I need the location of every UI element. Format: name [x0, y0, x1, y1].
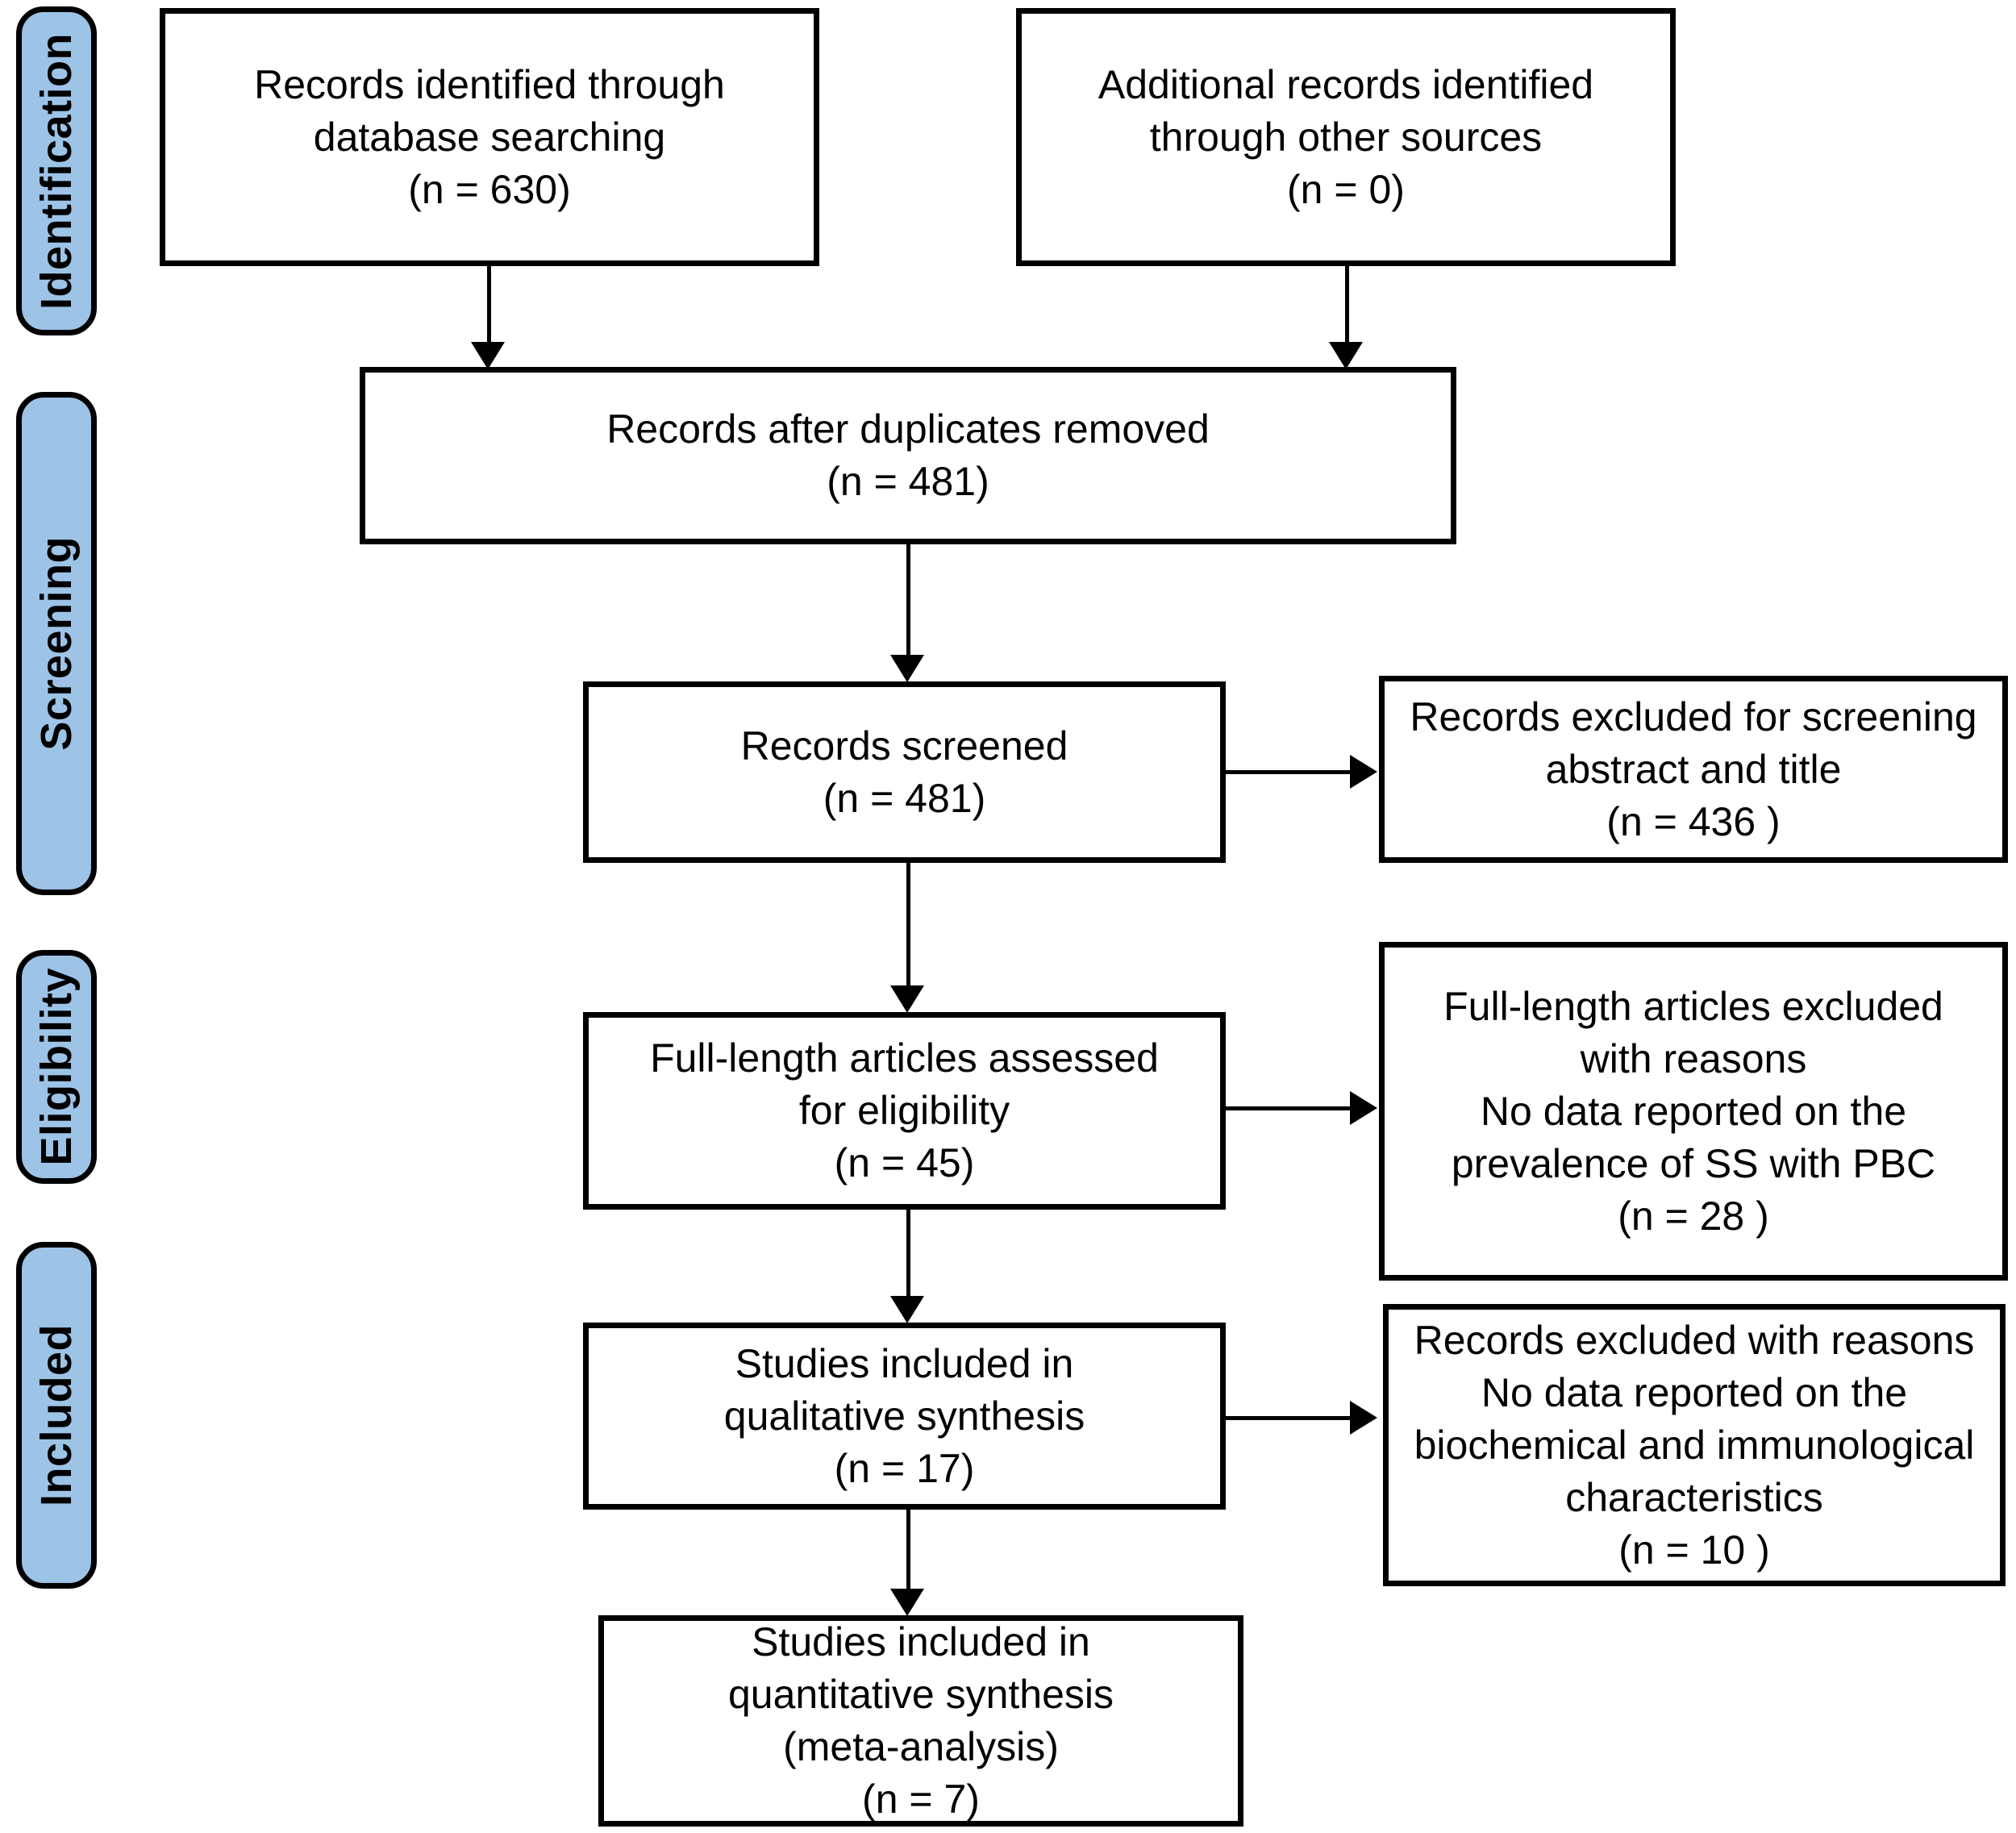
connector-other-to-duplicates-line	[1345, 266, 1349, 347]
box-qualitative-synthesis[interactable]: Studies included in qualitative synthesi…	[583, 1323, 1226, 1510]
box-records-screened[interactable]: Records screened (n = 481)	[583, 681, 1226, 863]
stage-tab-included[interactable]: Included	[16, 1242, 97, 1589]
connector-qualitative-to-quantitative-line	[906, 1510, 910, 1594]
connector-qualitative-to-excluded-line	[1226, 1416, 1352, 1420]
box-records-excluded-reasons[interactable]: Records excluded with reasons No data re…	[1383, 1304, 2006, 1586]
stage-label-screening: Screening	[32, 536, 81, 751]
box-full-length-excluded[interactable]: Full-length articles excluded with reaso…	[1379, 942, 2008, 1281]
stage-label-included: Included	[32, 1323, 81, 1506]
connector-duplicates-to-screened-line	[906, 544, 910, 661]
box-quantitative-synthesis[interactable]: Studies included in quantitative synthes…	[598, 1615, 1243, 1827]
box-full-length-assessed-text: Full-length articles assessed for eligib…	[650, 1035, 1159, 1185]
connector-qualitative-to-excluded-arrow	[1350, 1401, 1377, 1435]
box-records-excluded-screening-text: Records excluded for screening abstract …	[1410, 694, 1977, 844]
connector-fulllength-to-excluded-line	[1226, 1106, 1352, 1110]
stage-label-eligibility: Eligibility	[32, 968, 81, 1166]
box-records-excluded-screening[interactable]: Records excluded for screening abstract …	[1379, 676, 2008, 863]
connector-screened-to-fulllength-arrow	[890, 985, 924, 1013]
box-other-sources-text: Additional records identified through ot…	[1098, 61, 1594, 212]
connector-duplicates-to-screened-arrow	[890, 655, 924, 682]
stage-tab-identification[interactable]: Identification	[16, 6, 97, 335]
box-duplicates-removed-text: Records after duplicates removed (n = 48…	[606, 406, 1210, 504]
connector-other-to-duplicates-arrow	[1329, 342, 1363, 369]
stage-label-identification: Identification	[32, 32, 81, 310]
box-other-sources[interactable]: Additional records identified through ot…	[1016, 8, 1676, 266]
box-database-searching-text: Records identified through database sear…	[254, 61, 725, 212]
box-qualitative-synthesis-text: Studies included in qualitative synthesi…	[723, 1340, 1085, 1491]
connector-fulllength-to-qualitative-line	[906, 1210, 910, 1302]
box-records-excluded-reasons-text: Records excluded with reasons No data re…	[1414, 1317, 1975, 1573]
connector-screened-to-fulllength-line	[906, 863, 910, 992]
box-duplicates-removed[interactable]: Records after duplicates removed (n = 48…	[360, 367, 1456, 544]
box-quantitative-synthesis-text: Studies included in quantitative synthes…	[727, 1619, 1114, 1822]
box-database-searching[interactable]: Records identified through database sear…	[160, 8, 819, 266]
box-full-length-assessed[interactable]: Full-length articles assessed for eligib…	[583, 1012, 1226, 1210]
connector-fulllength-to-excluded-arrow	[1350, 1091, 1377, 1125]
box-full-length-excluded-text: Full-length articles excluded with reaso…	[1443, 983, 1943, 1239]
stage-tab-screening[interactable]: Screening	[16, 392, 97, 895]
connector-qualitative-to-quantitative-arrow	[890, 1589, 924, 1616]
connector-db-to-duplicates-arrow	[471, 342, 505, 369]
connector-screened-to-excluded-line	[1226, 770, 1352, 774]
connector-screened-to-excluded-arrow	[1350, 755, 1377, 789]
box-records-screened-text: Records screened (n = 481)	[740, 723, 1068, 821]
connector-fulllength-to-qualitative-arrow	[890, 1296, 924, 1323]
connector-db-to-duplicates-line	[487, 266, 491, 347]
stage-tab-eligibility[interactable]: Eligibility	[16, 950, 97, 1184]
